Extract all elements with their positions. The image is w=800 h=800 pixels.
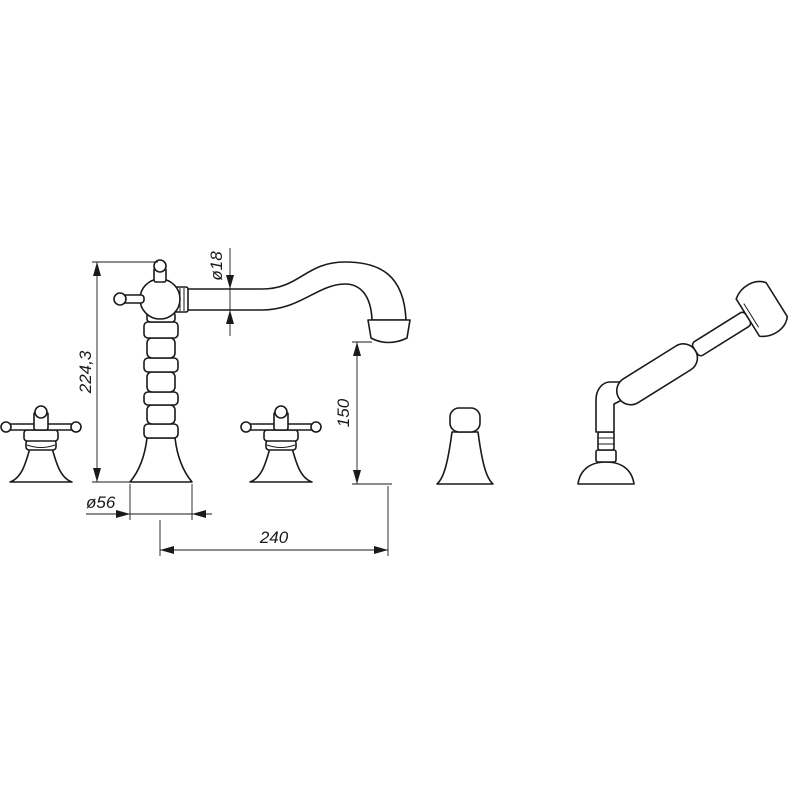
dimension-spout-reach: 240 [159,486,389,556]
height-total-label: 224,3 [76,350,95,394]
left-cross-handle-valve [0,405,82,483]
spout-height-label: 150 [334,398,353,427]
column-spout-body [113,259,411,483]
dimension-spout-height: 150 [334,341,392,485]
diverter-cap [436,407,494,485]
dimension-height-total: 224,3 [76,261,158,483]
hand-shower [577,280,789,485]
spout-diameter-label: ø18 [207,251,226,281]
middle-cross-handle-valve [240,405,322,483]
dimension-base-diameter: ø56 [86,484,212,520]
spout-reach-label: 240 [259,528,289,547]
dimension-spout-diameter: ø18 [207,248,234,336]
base-diameter-label: ø56 [86,493,116,512]
